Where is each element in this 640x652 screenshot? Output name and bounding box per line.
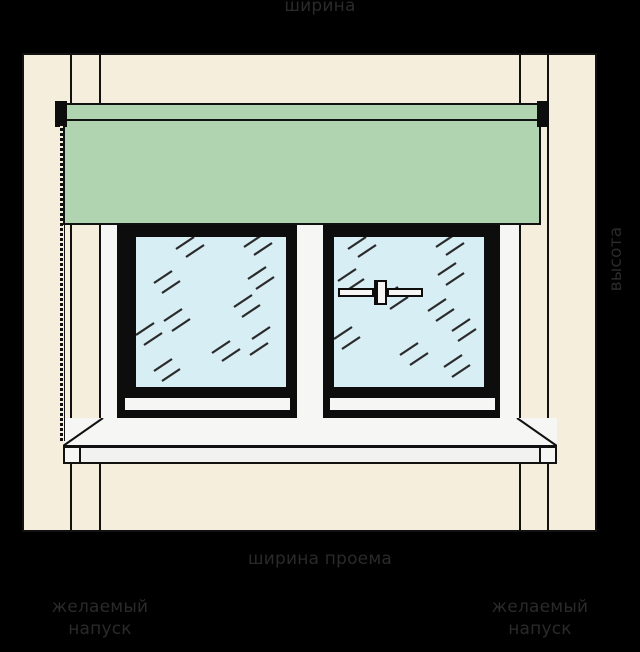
roller-blind[interactable] [55, 101, 549, 441]
window-sill-ear-left [63, 446, 81, 464]
window-assembly [101, 218, 519, 418]
roller-blind-bracket-right [537, 101, 549, 127]
roller-blind-tube [63, 103, 541, 121]
roller-blind-chain-rail [64, 123, 65, 441]
window-sill-ear-right [539, 446, 557, 464]
window-glass-left [134, 235, 288, 389]
label-height: высота [606, 226, 626, 292]
glass-reflection-left [136, 237, 275, 382]
glass-reflection-right [334, 237, 477, 378]
handle-right-lever [387, 288, 423, 297]
guide-line-left-outer [70, 53, 72, 532]
handle-right-plate [376, 280, 387, 305]
guide-line-left-inner [99, 53, 101, 532]
label-overlap-right: желаемый напуск [491, 597, 589, 639]
roller-blind-bracket-left [55, 101, 67, 127]
mullion-gap [500, 218, 512, 418]
label-overlap-left: желаемый напуск [51, 597, 149, 639]
window-sash-right[interactable] [323, 226, 495, 398]
window-sash-left[interactable] [125, 226, 297, 398]
handle-left-lever [338, 288, 374, 297]
label-opening-width: ширина проема [248, 549, 392, 569]
window-glass-right [332, 235, 486, 389]
window-sill-body [63, 418, 557, 448]
guide-line-right-outer [547, 53, 549, 532]
label-width: ширина [284, 0, 356, 16]
roller-blind-cloth [63, 119, 541, 225]
window-sill [63, 418, 557, 464]
guide-line-right-inner [519, 53, 521, 532]
roller-blind-pull-chain[interactable] [60, 123, 63, 441]
window-sill-front-edge [63, 446, 557, 464]
